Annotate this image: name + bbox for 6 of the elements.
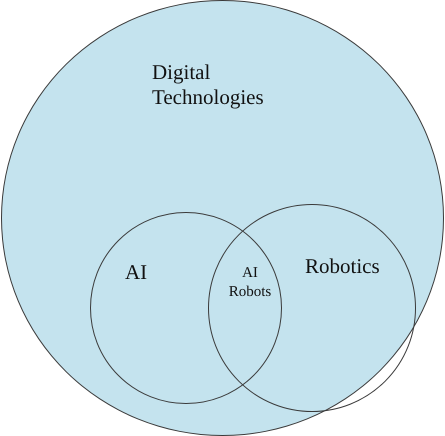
venn-circle [208,204,416,412]
venn-circle [90,212,282,404]
circle-label: AI [125,260,148,286]
circle-label: Robotics [305,254,380,280]
overlap-label: AI Robots [228,264,272,302]
circle-label: Digital Technologies [152,60,265,110]
